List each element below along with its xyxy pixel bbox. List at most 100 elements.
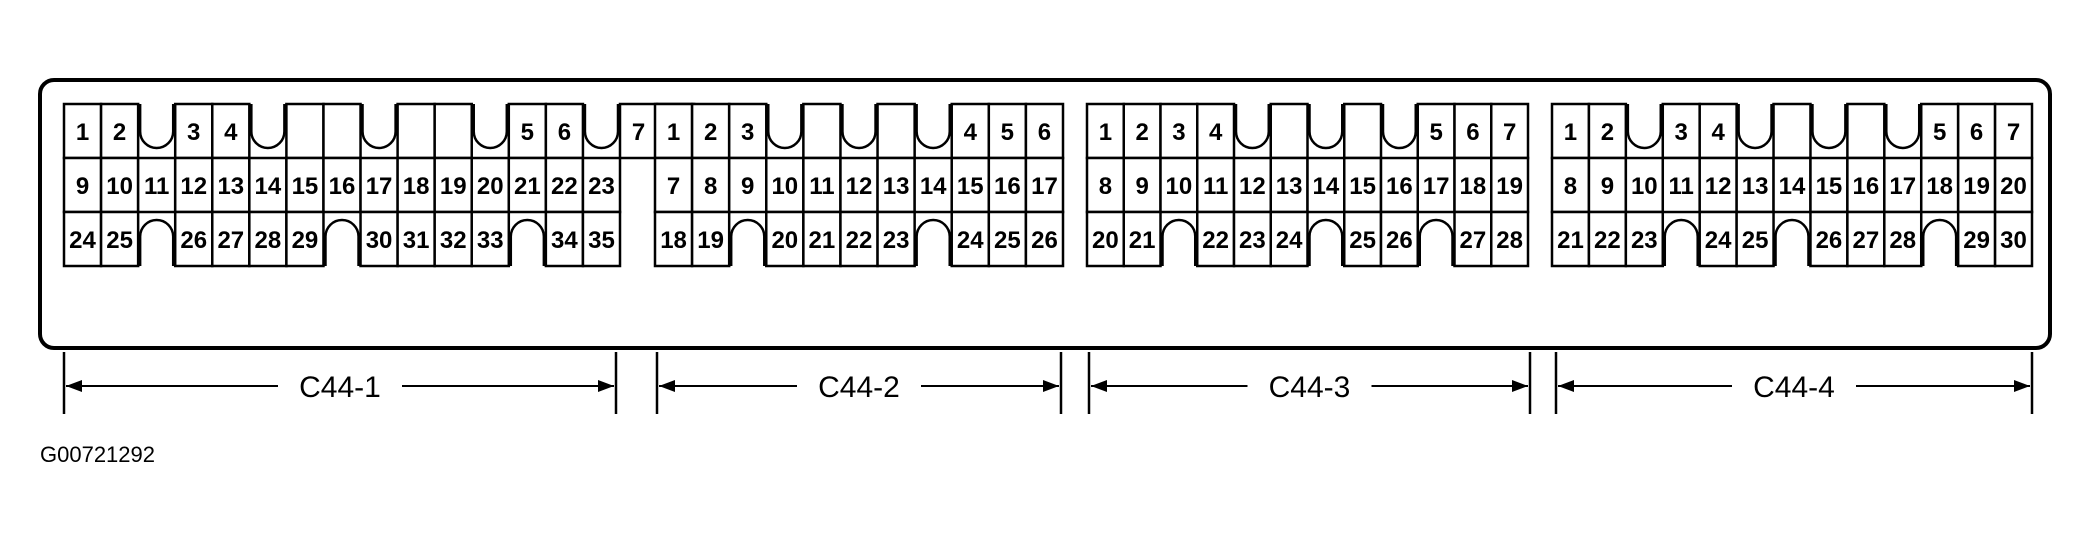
pin-cell: 28 <box>1883 210 1923 268</box>
pin-cell-box <box>322 102 362 160</box>
pin-cell: 17 <box>1883 156 1923 214</box>
pin-cell: 3 <box>1661 102 1701 160</box>
pin-number: 11 <box>1203 173 1228 200</box>
pin-cell-box <box>727 156 768 214</box>
pin-cell: 11 <box>1196 156 1236 214</box>
pin-cell: 22 <box>544 156 585 214</box>
pin-number: 10 <box>106 173 133 200</box>
pin-cell: 26 <box>1809 210 1849 268</box>
keying-slot-outline <box>1418 218 1454 266</box>
pin-number: 18 <box>660 227 687 254</box>
pin-number: 9 <box>76 173 89 200</box>
pin-cell-box <box>1269 156 1309 214</box>
pin-cell: 15 <box>950 156 991 214</box>
pin-cell: 23 <box>581 156 622 214</box>
pin-cell-box <box>1085 102 1125 160</box>
pin-cell: 1 <box>653 102 694 160</box>
pin-cell-box <box>1269 102 1309 160</box>
pin-cell: 4 <box>1196 102 1236 160</box>
pin-cell: 4 <box>950 102 991 160</box>
pin-cell: 29 <box>1956 210 1997 268</box>
keying-slot-outline <box>509 218 546 266</box>
keying-slot <box>915 104 951 150</box>
pin-cell: 8 <box>1550 156 1591 214</box>
pin-number: 3 <box>1172 119 1185 146</box>
pin-cell-box <box>99 210 140 268</box>
pin-number: 31 <box>403 227 430 254</box>
pin-cell-box <box>1024 210 1065 268</box>
pin-number: 5 <box>1001 119 1014 146</box>
pin-cell: 3 <box>727 102 768 160</box>
pin-cell-box <box>359 156 399 214</box>
keying-slot <box>1921 218 1958 266</box>
pin-cell: 13 <box>876 156 916 214</box>
pin-cell: 24 <box>62 210 103 268</box>
pin-number: 23 <box>883 227 910 254</box>
keying-slot-outline <box>1381 104 1417 150</box>
pin-number: 15 <box>1349 173 1376 200</box>
pin-cell <box>433 102 473 160</box>
pin-number: 6 <box>558 119 571 146</box>
keying-slot <box>1308 104 1344 150</box>
keying-slot <box>1811 104 1847 150</box>
dimension-C44-4: C44-4 <box>1554 352 2034 414</box>
pin-cell-box <box>248 210 288 268</box>
pin-cell: 5 <box>1919 102 1960 160</box>
pin-number: 26 <box>1031 227 1058 254</box>
keying-slot-outline <box>1161 218 1197 266</box>
pin-number: 10 <box>1166 173 1193 200</box>
pin-cell: 11 <box>802 156 842 214</box>
keying-slot <box>1663 218 1699 266</box>
pin-cell-box <box>470 210 511 268</box>
keying-slot <box>361 104 397 150</box>
keying-slot <box>1161 218 1197 266</box>
keying-slot <box>1308 218 1344 266</box>
keying-slot-outline <box>324 218 360 266</box>
pin-cell-box <box>470 156 511 214</box>
pin-number: 3 <box>1675 119 1688 146</box>
pin-cell-box <box>1624 210 1665 268</box>
pin-cell: 16 <box>1846 156 1886 214</box>
arrowhead-left <box>1558 380 1574 392</box>
pin-cell-box <box>1343 210 1383 268</box>
pin-number: 6 <box>1038 119 1051 146</box>
pin-number: 17 <box>1889 173 1916 200</box>
pin-cell: 21 <box>1550 210 1591 268</box>
pin-number: 18 <box>403 173 430 200</box>
pin-cell: 22 <box>1587 210 1628 268</box>
pin-cell-box <box>1379 156 1419 214</box>
pin-number: 14 <box>1779 173 1806 200</box>
pin-cell: 10 <box>99 156 140 214</box>
pin-cell: 19 <box>1490 156 1530 214</box>
keying-slot-outline <box>841 104 877 150</box>
pin-number: 34 <box>551 227 578 254</box>
pin-cell-box <box>1196 210 1236 268</box>
pin-cell-box <box>1085 156 1125 214</box>
pin-cell: 9 <box>62 156 103 214</box>
pin-number: 17 <box>1423 173 1450 200</box>
pin-cell: 2 <box>1587 102 1628 160</box>
pin-cell-box <box>359 210 399 268</box>
pin-cell: 9 <box>1122 156 1162 214</box>
pin-cell: 10 <box>1159 156 1199 214</box>
pin-cell: 4 <box>211 102 251 160</box>
pin-cell: 15 <box>1809 156 1849 214</box>
keying-slot-outline <box>915 218 951 266</box>
pin-number: 30 <box>366 227 393 254</box>
pin-number: 16 <box>1852 173 1879 200</box>
keying-slot <box>729 218 766 266</box>
pin-cell: 20 <box>470 156 511 214</box>
pin-cell-box <box>802 102 842 160</box>
pin-cell: 29 <box>285 210 325 268</box>
keying-slot <box>509 218 546 266</box>
pin-cell: 9 <box>727 156 768 214</box>
pin-cell <box>1343 102 1383 160</box>
pin-number: 32 <box>440 227 467 254</box>
pin-cell: 23 <box>1232 210 1272 268</box>
pin-cell: 3 <box>1159 102 1199 160</box>
pin-cell: 6 <box>544 102 585 160</box>
pin-number: 15 <box>957 173 984 200</box>
keying-slot <box>138 104 175 150</box>
